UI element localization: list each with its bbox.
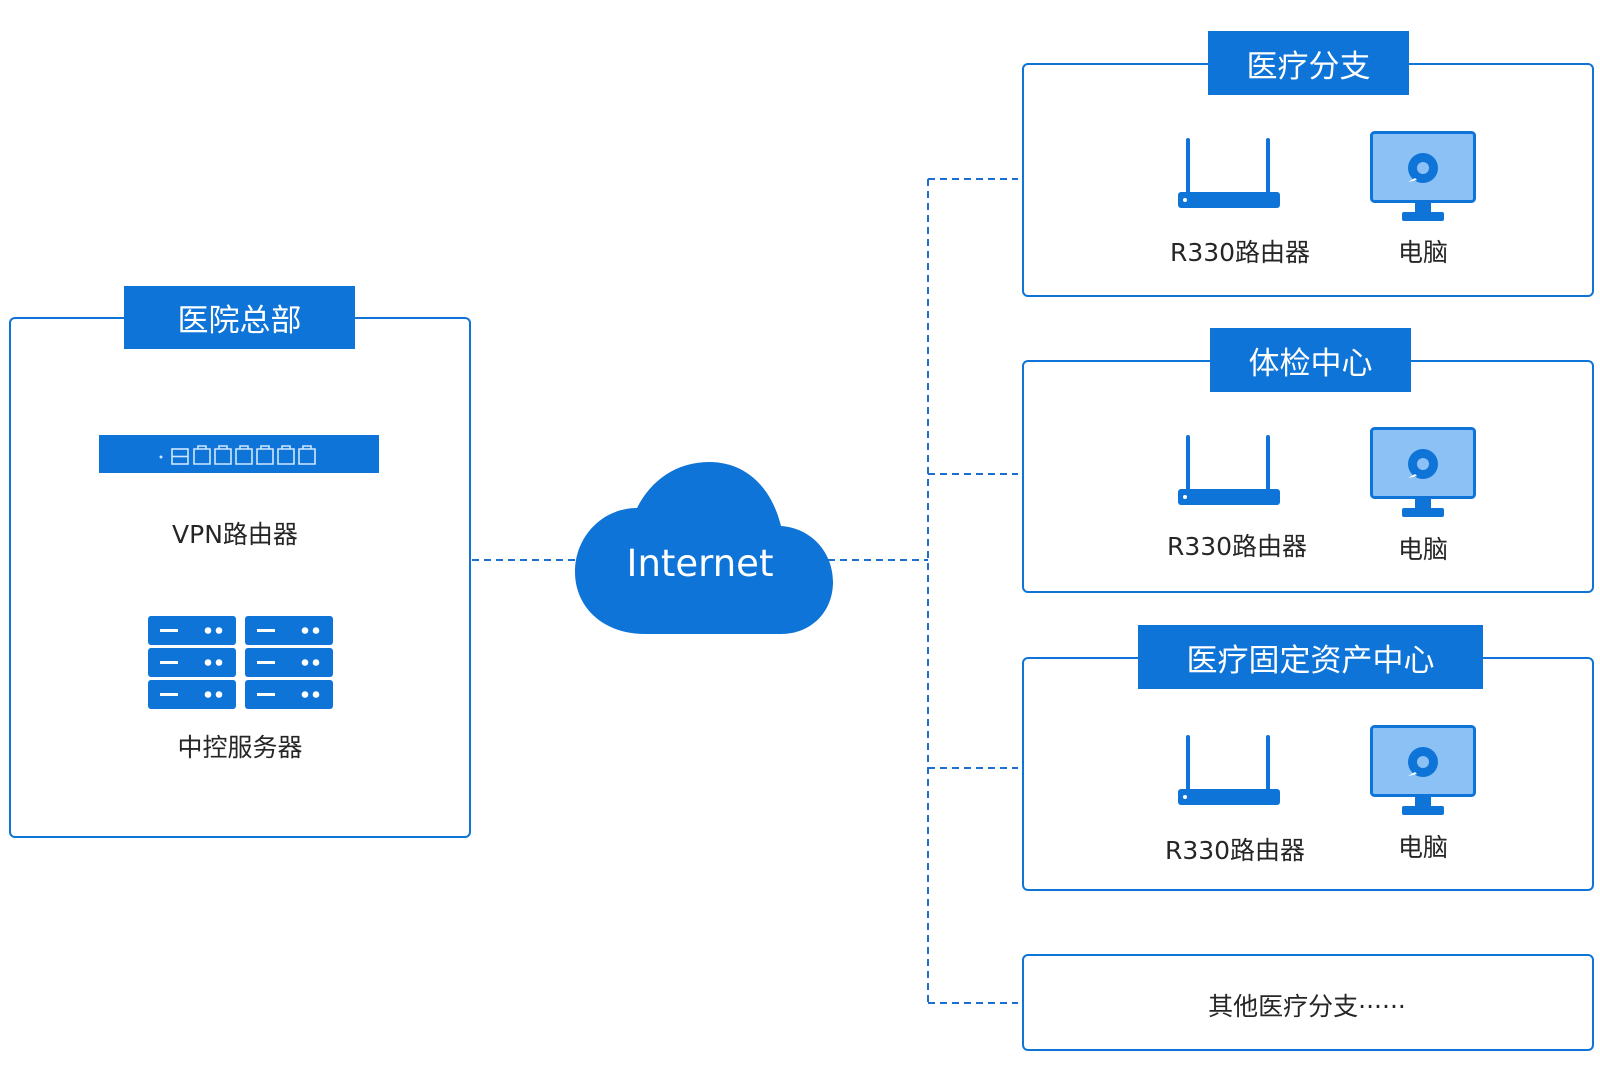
computer-monitor-icon: [1370, 427, 1476, 517]
wifi-router-icon: [1178, 138, 1280, 208]
computer-label-2: 电脑: [1397, 535, 1448, 564]
others-label: 其他医疗分支······: [1208, 992, 1406, 1021]
computer-label-1: 电脑: [1397, 238, 1448, 267]
cloud-icon: [575, 462, 833, 634]
branch-box-3: [1022, 657, 1594, 891]
computer-label-3: 电脑: [1397, 833, 1448, 862]
computer-monitor-icon: [1370, 131, 1476, 221]
server-rack-icon: [148, 616, 333, 709]
wifi-router-icon: [1178, 435, 1280, 505]
router-label-1: R330路由器: [1169, 238, 1311, 267]
computer-monitor-icon: [1370, 725, 1476, 815]
headquarters-box: [9, 317, 471, 838]
branch-title-3: 医疗固定资产中心: [1138, 625, 1483, 689]
internet-label: Internet: [626, 542, 774, 585]
branch-box-1: [1022, 63, 1594, 297]
headquarters-title: 医院总部: [124, 286, 355, 349]
vpn-router-icon: [99, 435, 379, 473]
branch-box-2: [1022, 360, 1594, 593]
router-label-2: R330路由器: [1166, 532, 1308, 561]
vpn-router-label: VPN路由器: [172, 520, 298, 549]
branch-title-1: 医疗分支: [1208, 31, 1409, 95]
branch-title-2: 体检中心: [1210, 328, 1411, 392]
wifi-router-icon: [1178, 735, 1280, 805]
router-label-3: R330路由器: [1164, 836, 1306, 865]
others-box: [1022, 954, 1594, 1051]
server-label: 中控服务器: [177, 733, 303, 762]
